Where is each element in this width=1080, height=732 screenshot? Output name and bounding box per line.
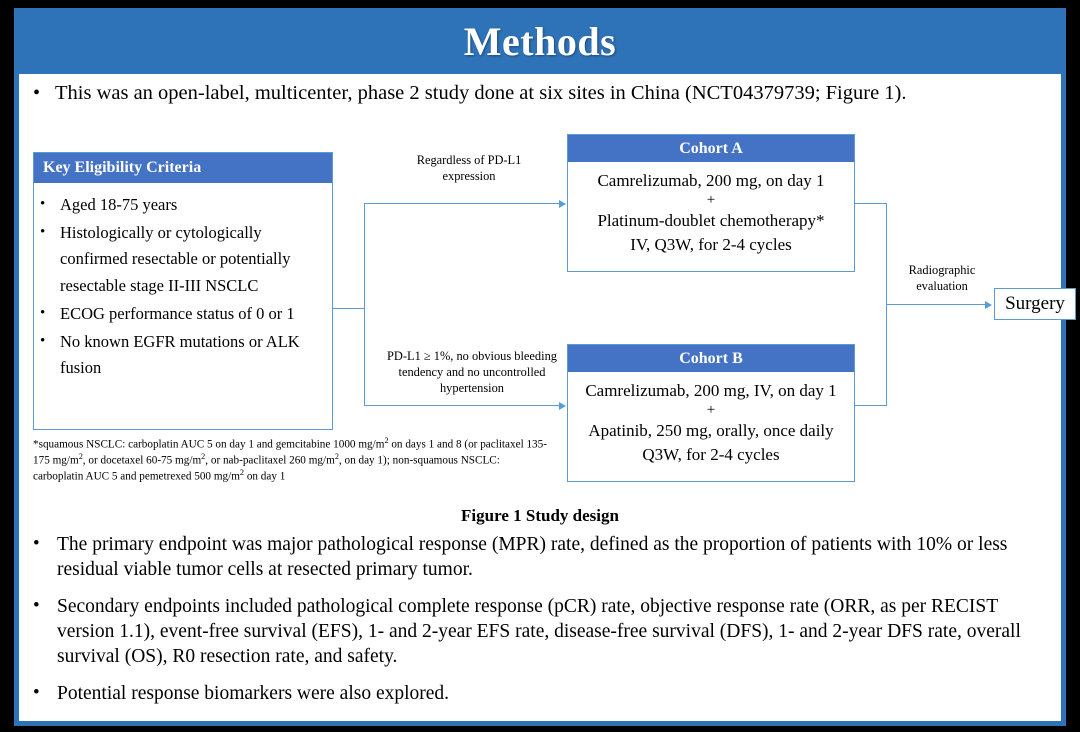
connector-label-cohort-b: PD-L1 ≥ 1%, no obvious bleeding tendency… — [387, 349, 557, 396]
footnote-superscript: 2 — [201, 452, 206, 462]
bullet-row: • The primary endpoint was major patholo… — [33, 532, 1047, 583]
body-bullet-text: The primary endpoint was major pathologi… — [57, 534, 1008, 581]
connector-arrow-icon — [985, 300, 992, 309]
eligibility-item-label: Histologically or cytologically confirme… — [60, 222, 291, 296]
footnote-part: , or nab-paclitaxel 260 mg/m — [205, 454, 335, 467]
cohort-a-body: Camrelizumab, 200 mg, on day 1 + Platinu… — [568, 162, 854, 257]
cohort-b-body: Camrelizumab, 200 mg, IV, on day 1 + Apa… — [568, 372, 854, 467]
footnote-part: , on day 1); non-squamous NSCLC: carbopl… — [33, 454, 500, 483]
list-item: • No known EGFR mutations or ALK fusion — [40, 329, 324, 382]
list-item: • Histologically or cytologically confir… — [40, 220, 324, 300]
cohort-a-header: Cohort A — [568, 135, 854, 162]
bullet-marker-icon: • — [40, 196, 46, 212]
connector-label-radiographic: Radiographic evaluation — [908, 263, 976, 294]
connector-line — [364, 203, 366, 309]
slide: Methods • This was an open-label, multic… — [14, 8, 1076, 726]
footnote-superscript: 2 — [78, 452, 83, 462]
figure-caption: Figure 1 Study design — [461, 506, 619, 525]
bullet-marker-icon: • — [33, 594, 40, 616]
footnote-part: on days 1 and 8 (or paclitaxel 135-175 m… — [33, 438, 547, 467]
connector-label-cohort-a: Regardless of PD-L1 expression — [416, 153, 522, 184]
connector-arrow-icon — [559, 199, 566, 208]
eligibility-item-label: ECOG performance status of 0 or 1 — [60, 303, 295, 323]
eligibility-criteria-box: Key Eligibility Criteria • Aged 18-75 ye… — [33, 152, 333, 430]
list-item: • Aged 18-75 years — [40, 192, 324, 219]
cohort-a-box: Cohort A Camrelizumab, 200 mg, on day 1 … — [567, 134, 855, 272]
connector-line — [855, 405, 887, 407]
connector-line — [886, 304, 987, 306]
bullet-marker-icon: • — [40, 223, 46, 240]
body-bullet-list: • The primary endpoint was major patholo… — [33, 532, 1047, 717]
cohort-a-line-1: Camrelizumab, 200 mg, on day 1 — [597, 171, 825, 190]
bullet-marker-icon: • — [40, 304, 46, 321]
footnote-superscript: 2 — [239, 468, 245, 478]
eligibility-box-header: Key Eligibility Criteria — [34, 153, 332, 183]
cohort-a-plus: + — [706, 192, 716, 209]
bullet-marker-icon: • — [40, 332, 46, 349]
cohort-a-line-2: Platinum-doublet chemotherapy* — [597, 210, 825, 230]
bullet-marker-icon: • — [33, 681, 40, 703]
eligibility-box-body: • Aged 18-75 years • Histologically or c… — [34, 183, 332, 387]
connector-line — [364, 308, 366, 406]
lead-bullet-text: This was an open-label, multicenter, pha… — [55, 82, 907, 104]
list-item: • ECOG performance status of 0 or 1 — [40, 301, 324, 328]
bullet-row: • This was an open-label, multicenter, p… — [33, 80, 1043, 108]
connector-arrow-icon — [559, 401, 566, 410]
footnote-part: *squamous NSCLC: carboplatin AUC 5 on da… — [33, 438, 385, 451]
cohort-b-line-3: Q3W, for 2-4 cycles — [642, 445, 780, 464]
footnote-part: on day 1 — [244, 470, 286, 483]
eligibility-item-label: Aged 18-75 years — [60, 195, 178, 214]
cohort-b-line-2: Apatinib, 250 mg, orally, once daily — [588, 420, 834, 440]
footnote-superscript: 2 — [334, 452, 339, 462]
connector-line — [364, 405, 560, 407]
surgery-box: Surgery — [994, 288, 1076, 320]
page-title: Methods — [463, 18, 617, 64]
body-bullet-text: Potential response biomarkers were also … — [57, 682, 450, 704]
footnote-part: , or docetaxel 60-75 mg/m — [82, 454, 202, 467]
cohort-b-plus: + — [706, 402, 716, 419]
header-band — [19, 8, 1061, 74]
bullet-row: • Secondary endpoints included pathologi… — [33, 594, 1047, 670]
chemotherapy-footnote: *squamous NSCLC: carboplatin AUC 5 on da… — [33, 436, 549, 484]
cohort-b-header: Cohort B — [568, 345, 854, 372]
cohort-b-line-1: Camrelizumab, 200 mg, IV, on day 1 — [585, 381, 837, 400]
study-design-diagram: Key Eligibility Criteria • Aged 18-75 ye… — [19, 116, 1076, 496]
connector-line — [333, 308, 365, 310]
body-bullet-text: Secondary endpoints included pathologica… — [57, 595, 1021, 668]
lead-bullet: • This was an open-label, multicenter, p… — [33, 80, 1043, 108]
eligibility-item-label: No known EGFR mutations or ALK fusion — [60, 331, 300, 378]
cohort-a-line-3: IV, Q3W, for 2-4 cycles — [630, 235, 792, 254]
connector-line — [364, 203, 560, 205]
bullet-marker-icon: • — [33, 533, 40, 554]
bullet-row: • Potential response biomarkers were als… — [33, 681, 1047, 706]
cohort-b-box: Cohort B Camrelizumab, 200 mg, IV, on da… — [567, 344, 855, 482]
connector-line — [855, 203, 887, 205]
footnote-superscript: 2 — [384, 436, 389, 445]
bullet-marker-icon: • — [33, 82, 41, 104]
